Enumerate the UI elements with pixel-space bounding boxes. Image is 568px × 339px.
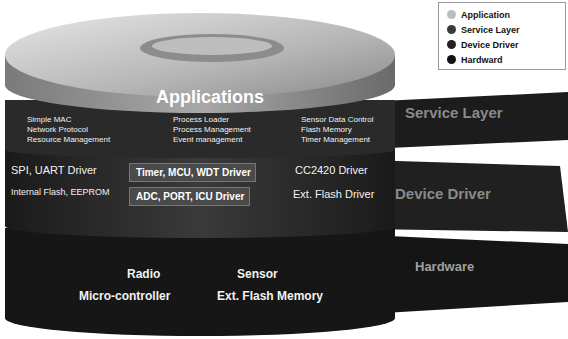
layer-item-text: Flash Memory xyxy=(301,126,352,135)
layer-item-text: Device Driver xyxy=(395,186,491,203)
legend-swatch xyxy=(447,40,456,49)
layer-item-text: Internal Flash, EEPROM xyxy=(11,188,110,198)
legend-text: Service Layer xyxy=(461,23,520,37)
layer-item-text: Simple MAC xyxy=(27,116,71,125)
service-layer-band: Simple MACNetwork ProtocolResource Manag… xyxy=(5,114,395,152)
legend-swatch xyxy=(447,55,456,64)
layer-item-text: Timer Management xyxy=(301,136,370,145)
legend-text: Device Driver xyxy=(461,38,519,52)
layer-item-text: Ext. Flash Memory xyxy=(217,290,323,303)
layer-item-text: Network Protocol xyxy=(27,126,88,135)
layer-item-text: Sensor Data Control xyxy=(301,116,373,125)
layer-item-text: Applications xyxy=(156,88,264,108)
layer-item-text: Event management xyxy=(173,136,242,145)
legend-text: Application xyxy=(461,8,510,22)
legend-swatch xyxy=(447,25,456,34)
hardware-band: Radio SensorMicro-controller Ext. Flash Me… xyxy=(5,232,395,332)
layer-item-text: CC2420 Driver xyxy=(295,164,368,176)
layer-item-text: Process Loader xyxy=(173,116,229,125)
legend-box: ApplicationService LayerDevice DriverHar… xyxy=(438,2,566,70)
layer-item-text: Hardware xyxy=(415,260,474,274)
legend-swatch xyxy=(447,10,456,19)
layer-slab-label: Device Driver xyxy=(395,184,555,206)
layer-item-text: Micro-controller xyxy=(79,290,170,303)
layer-item-text: Sensor xyxy=(237,268,278,281)
layer-item-text: Radio xyxy=(127,268,160,281)
layer-item-text: Resource Management xyxy=(27,136,110,145)
layer-item-text: ADC, PORT, ICU Driver xyxy=(136,191,244,202)
legend-text: Hardward xyxy=(461,53,503,67)
device-driver-band: SPI, UART DriverInternal Flash, EEPROM CC… xyxy=(5,156,395,226)
layer-item-text: SPI, UART Driver xyxy=(11,164,97,176)
driver-box: ADC, PORT, ICU Driver xyxy=(129,187,250,206)
layer-item-text: Ext. Flash Driver xyxy=(293,188,374,200)
layer-item-text: Service Layer xyxy=(405,105,503,122)
application-disk: Applications xyxy=(110,86,310,110)
layer-slab-label: Hardware xyxy=(415,258,545,278)
driver-box: Timer, MCU, WDT Driver xyxy=(129,163,256,182)
layer-item-text: Timer, MCU, WDT Driver xyxy=(136,167,251,178)
layer-item-text: Process Management xyxy=(173,126,251,135)
layer-slab-label: Service Layer xyxy=(405,103,555,125)
